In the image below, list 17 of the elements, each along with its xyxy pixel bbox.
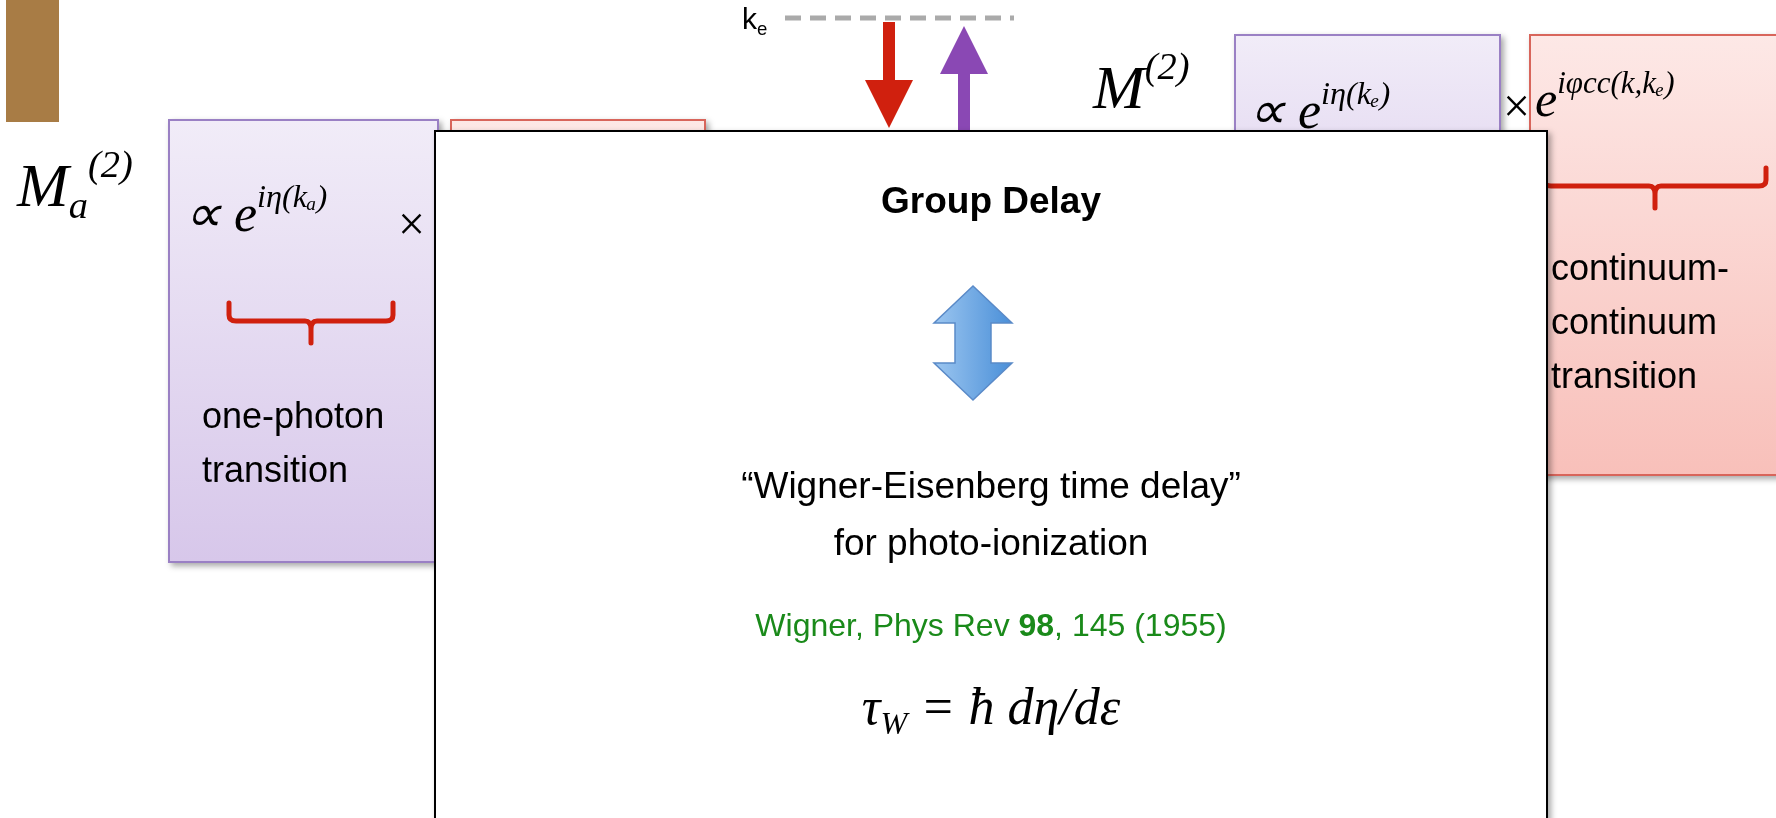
title-bar-block xyxy=(6,0,59,122)
math-formula: τ$_{W}$ = ħ dη/dε xyxy=(861,678,1121,735)
math-formula: ∝ e$^{iη(kₐ)}$ xyxy=(184,183,328,243)
math-symbol: M$^{(2)}$ xyxy=(1093,52,1190,123)
times-sign: × xyxy=(398,196,426,251)
description-text: “Wigner-Eisenberg time delay” for photo-ionization xyxy=(740,464,1242,565)
caption-text: continuum-continuum transition xyxy=(1551,246,1731,398)
formula-box xyxy=(1529,34,1776,476)
panel-heading: Group Delay xyxy=(881,180,1101,221)
math-formula: e$^{iφcc(k,kₑ)}$ xyxy=(1535,70,1675,128)
level-label: k$_{e}$ xyxy=(742,2,768,36)
citation-text: Wigner, Phys Rev 98, 145 (1955) xyxy=(755,607,1227,643)
formula-box xyxy=(168,119,439,563)
math-formula: ∝ e$^{iη(kₑ)}$ xyxy=(1248,80,1391,140)
popup-panel xyxy=(434,130,1548,818)
times-sign: × xyxy=(1503,78,1531,133)
caption-text: one-photon transition xyxy=(202,394,386,492)
